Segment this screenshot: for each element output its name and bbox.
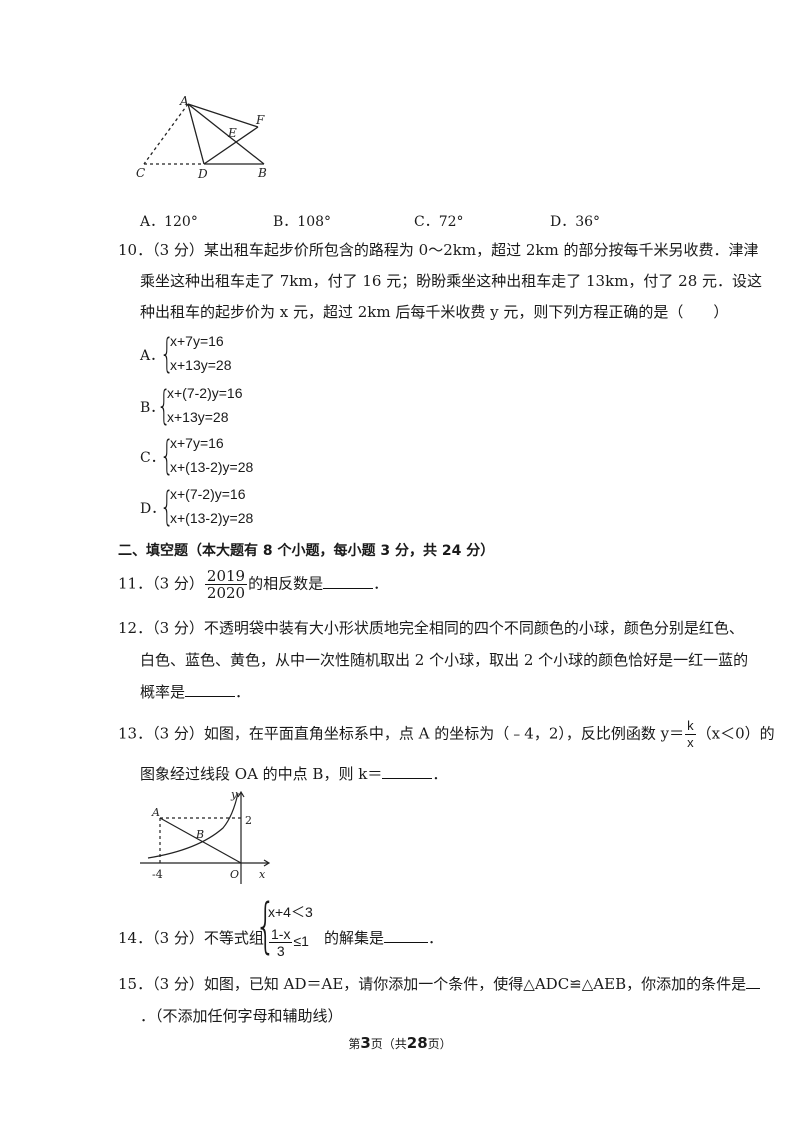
brace: { — [255, 891, 277, 961]
equation: x+(13-2)y=28 — [170, 510, 254, 526]
question-10-line-2: 乘坐这种出租车走了 7km，付了 16 元；盼盼乘坐这种出租车走了 13km，付… — [140, 272, 763, 290]
total-pages: 28 — [406, 1034, 428, 1052]
question-13-line-2: 图象经过线段 OA 的中点 B，则 k＝ ． — [140, 764, 447, 784]
coordinate-figure: y A 2 B -4 O x — [140, 788, 271, 884]
option-d: D．36° — [550, 214, 601, 230]
label-b: B — [257, 166, 267, 180]
answer-blank — [384, 928, 429, 943]
question-13-text-2: 图象经过线段 OA 的中点 B，则 k＝ — [140, 765, 383, 783]
question-15-text: 15．（3 分）如图，已知 AD＝AE，请你添加一个条件，使得△ADC≌△AEB… — [118, 975, 747, 993]
label-c: C — [136, 166, 145, 180]
question-11-prefix: 11．（3 分） — [118, 574, 204, 593]
end-mark: ． — [235, 683, 251, 701]
q10-option-b-label: B． — [140, 400, 165, 416]
label-a: A — [179, 94, 189, 108]
label-b: B — [195, 828, 204, 841]
footer-post: 页） — [427, 1037, 452, 1051]
answer-blank — [185, 682, 236, 697]
option-a: A．120° — [140, 214, 198, 230]
equation: x+(7-2)y=16 — [167, 385, 243, 401]
answer-blank — [323, 574, 374, 589]
numerator: 2019 — [204, 567, 248, 585]
label-x: x — [259, 868, 266, 881]
equation: x+(7-2)y=16 — [170, 486, 246, 502]
equation: x+7y=16 — [170, 333, 224, 349]
denominator: 3 — [276, 943, 285, 959]
end-mark: ． — [432, 765, 448, 783]
denominator: 2020 — [206, 584, 246, 602]
q10-option-a-label: A． — [140, 348, 165, 364]
question-12-line-3-text: 概率是 — [140, 683, 186, 701]
relation: ≤1 — [293, 933, 309, 950]
triangle-figure: A F E C D B — [136, 94, 267, 181]
brace: { — [157, 383, 171, 429]
question-13-line-1: 13．（3 分）如图，在平面直角坐标系中，点 A 的坐标为（﹣4，2），反比例函… — [118, 718, 775, 751]
question-12-line-1: 12．（3 分）不透明袋中装有大小形状质地完全相同的四个不同颜色的小球，颜色分别… — [118, 619, 744, 637]
question-13-condition: （x＜0）的 — [696, 724, 775, 743]
answer-blank — [382, 764, 433, 779]
brace: { — [160, 331, 174, 377]
equation: x+7y=16 — [170, 435, 224, 451]
question-13-text: 13．（3 分）如图，在平面直角坐标系中，点 A 的坐标为（﹣4，2），反比例函… — [118, 724, 685, 743]
label-o: O — [230, 868, 239, 881]
question-10-line-3: 种出租车的起步价为 x 元，超过 2km 后每千米收费 y 元，则下列方程正确的… — [140, 303, 729, 321]
brace: { — [160, 433, 174, 479]
page-number: 3 — [360, 1034, 371, 1052]
question-14-prefix: 14．（3 分）不等式组 — [118, 929, 264, 947]
equation: x+(13-2)y=28 — [170, 459, 254, 475]
label-e: E — [227, 126, 237, 140]
footer-pre: 第 — [348, 1037, 361, 1051]
label-f: F — [255, 113, 265, 127]
question-12-line-3: 概率是 ． — [140, 682, 250, 702]
option-c: C．72° — [414, 214, 464, 230]
q10-option-d-label: D． — [140, 501, 166, 517]
brace: { — [160, 484, 174, 530]
answer-blank — [746, 974, 761, 989]
label-y: y — [230, 788, 238, 801]
equation: x+13y=28 — [167, 409, 229, 425]
option-b: B．108° — [273, 214, 332, 230]
footer-mid: 页（共 — [370, 1037, 407, 1051]
label-2: 2 — [245, 814, 252, 827]
question-14-suffix: 的解集是 ． — [324, 928, 443, 948]
question-15-line-1: 15．（3 分）如图，已知 AD＝AE，请你添加一个条件，使得△ADC≌△AEB… — [118, 974, 761, 994]
question-10-line-1: 10．（3 分）某出租车起步价所包含的路程为 0～2km，超过 2km 的部分按… — [118, 241, 759, 259]
end-mark: ． — [428, 929, 444, 947]
question-14-suffix-text: 的解集是 — [324, 929, 385, 947]
question-15-line-2: ．（不添加任何字母和辅助线） — [140, 1007, 343, 1025]
numerator: 1-x — [269, 926, 293, 943]
label-a: A — [151, 806, 160, 819]
denominator: x — [687, 735, 694, 750]
question-12-line-2: 白色、蓝色、黄色，从中一次性随机取出 2 个小球，取出 2 个小球的颜色恰好是一… — [140, 651, 749, 669]
equation: x+13y=28 — [170, 357, 232, 373]
numerator: k — [685, 718, 696, 735]
question-11-suffix: 的相反数是 — [248, 574, 324, 593]
page-footer: 第3页（共28页） — [0, 1034, 800, 1052]
end-mark: ． — [373, 574, 389, 593]
label-d: D — [197, 167, 208, 181]
label-minus-4: -4 — [152, 868, 163, 881]
inequality: x+4＜3 — [268, 904, 313, 920]
section-heading: 二、填空题（本大题有 8 个小题，每小题 3 分，共 24 分） — [118, 543, 495, 559]
q10-option-c-label: C． — [140, 450, 165, 466]
